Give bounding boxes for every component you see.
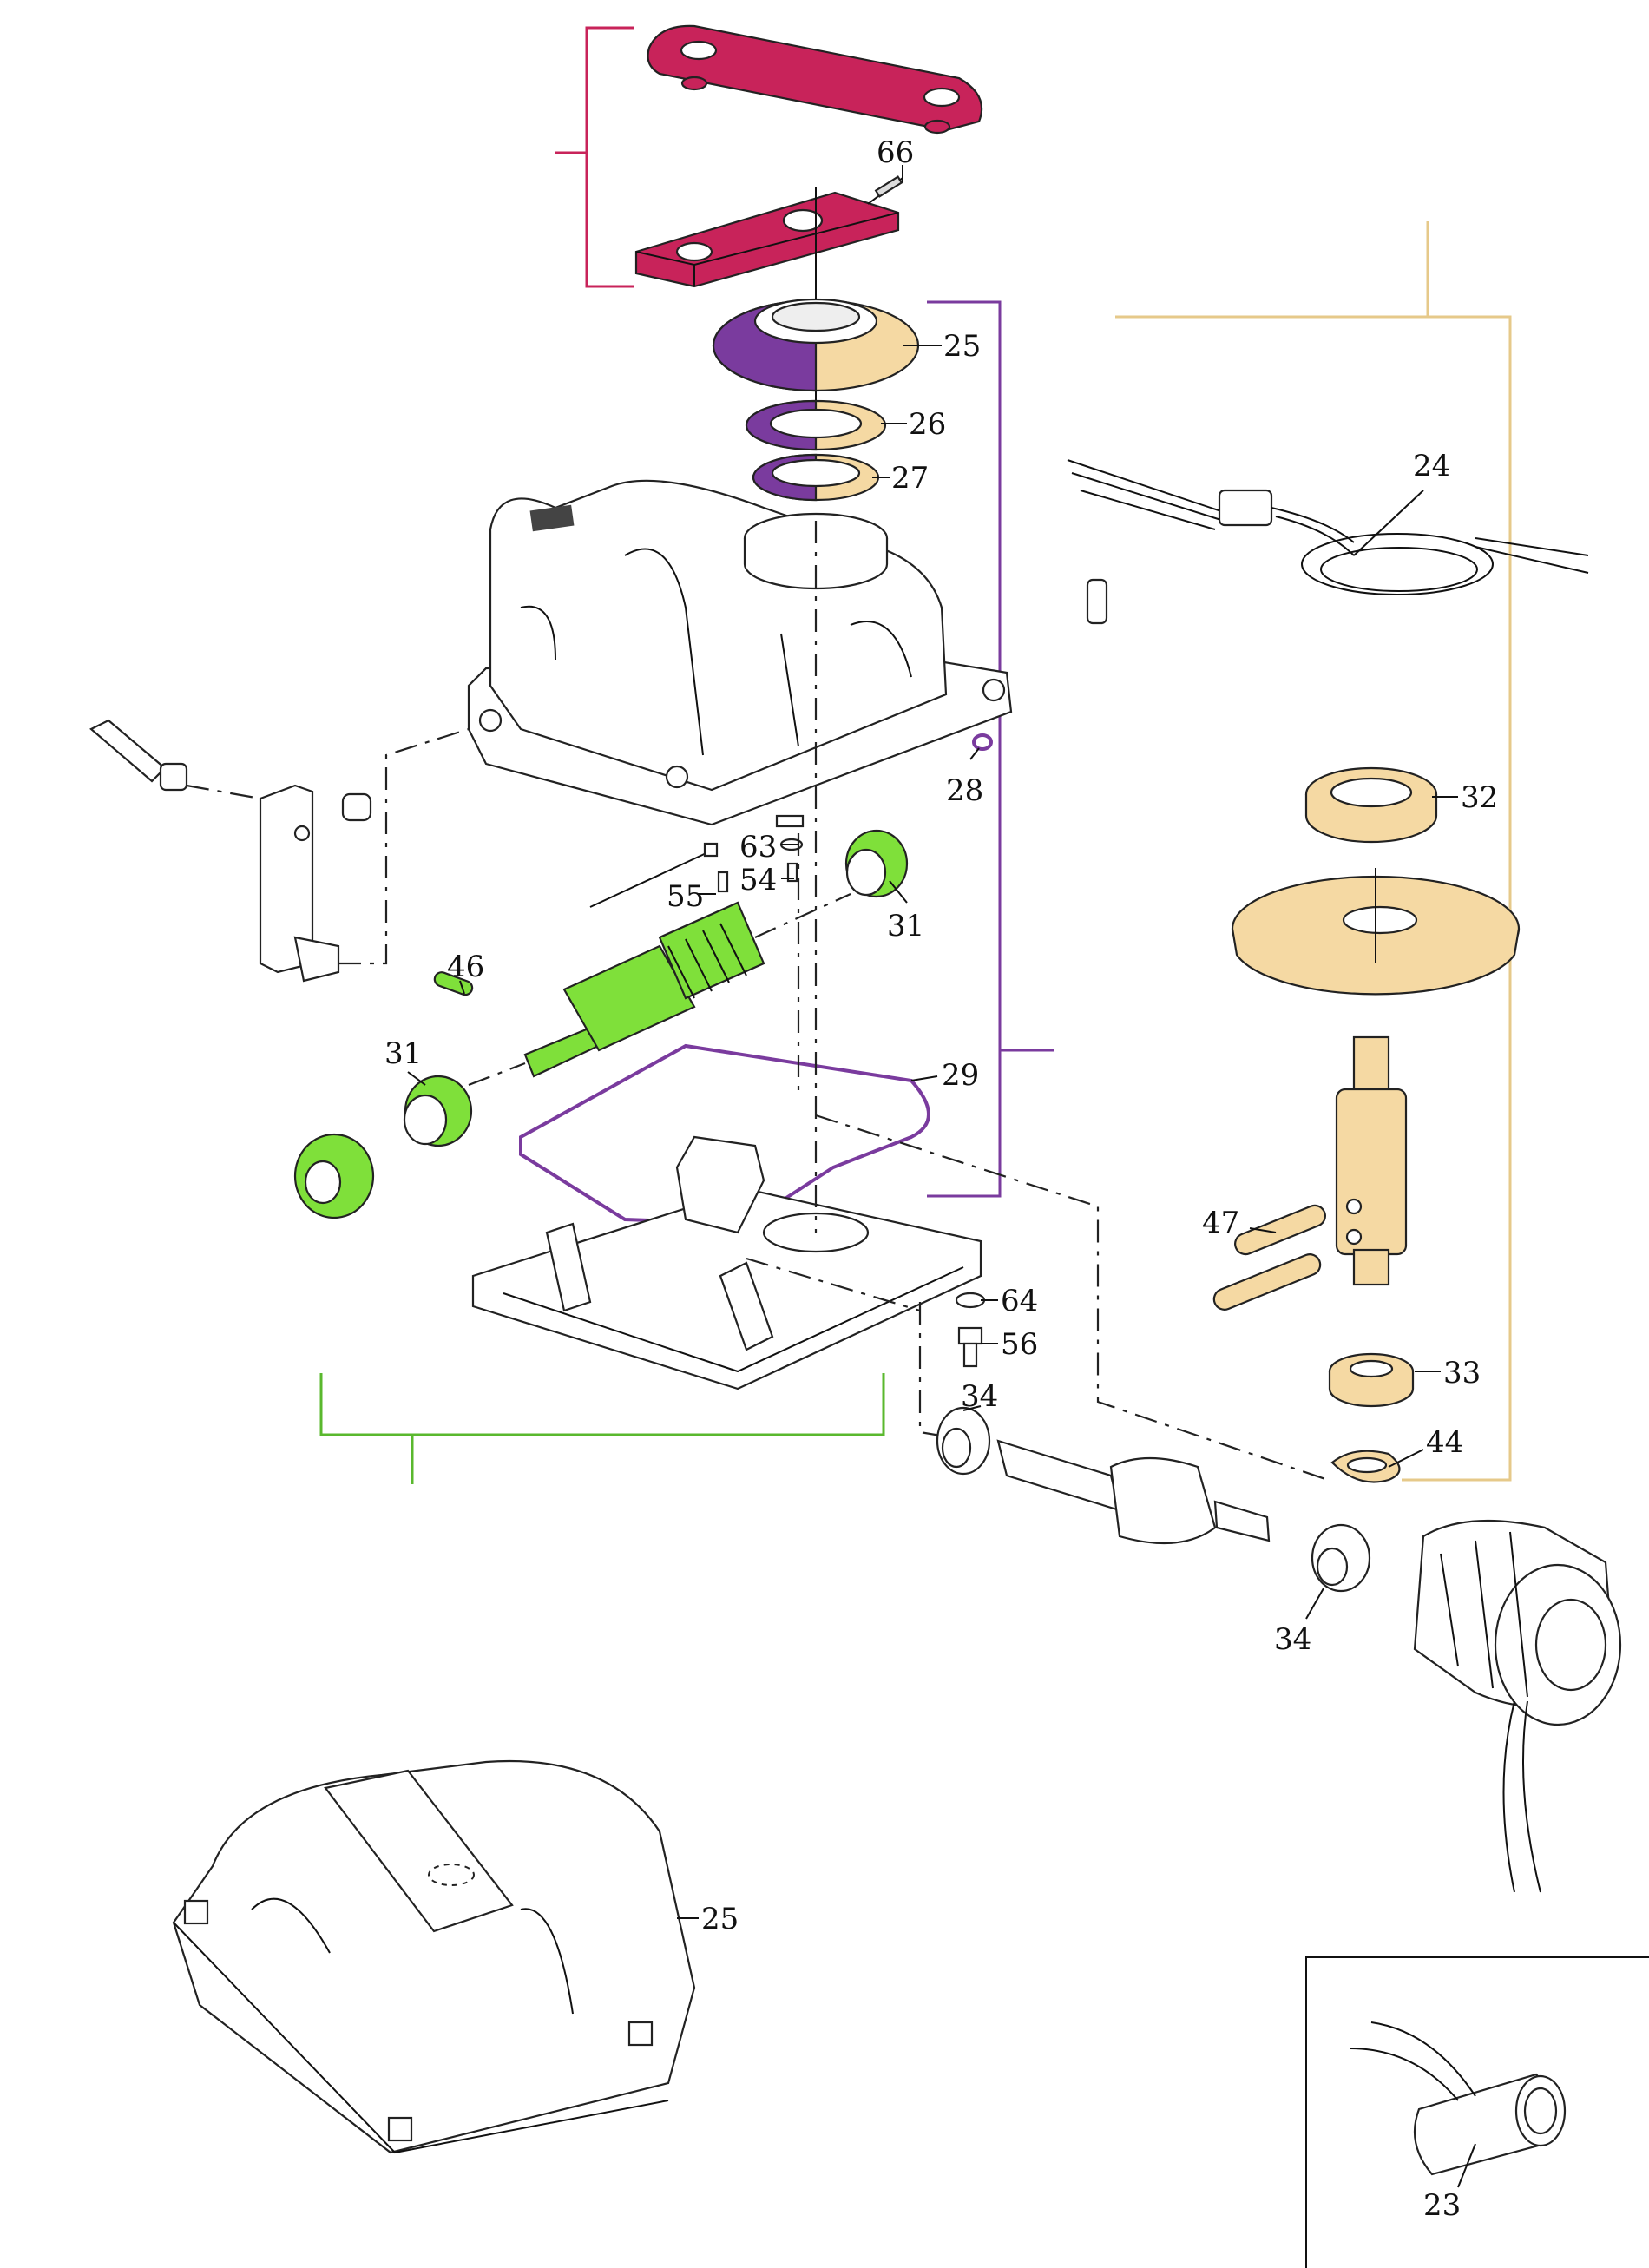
callout-24: 24 — [1413, 449, 1450, 483]
mounting-bracket — [89, 719, 470, 983]
green-bracket — [319, 1373, 885, 1484]
callout-25: 25 — [943, 329, 981, 364]
callout-31-upper: 31 — [887, 909, 924, 943]
callout-44: 44 — [1426, 1425, 1463, 1460]
motor-housing — [467, 479, 1013, 826]
output-shaft — [1335, 1035, 1408, 1286]
small-parts — [589, 578, 1108, 908]
callout-labels: 66 25 26 27 24 28 63 54 55 31 32 46 31 2… — [384, 135, 1498, 2223]
seal-ring — [712, 298, 920, 392]
callout-47: 47 — [1202, 1206, 1239, 1240]
motor-stator — [1413, 1519, 1622, 1893]
purple-bracket — [927, 300, 1054, 1198]
lower-bearing — [1328, 1352, 1415, 1408]
callout-34-right: 34 — [1274, 1622, 1311, 1657]
capacitor-inset — [1305, 1956, 1649, 2268]
worm-bearing-upper — [844, 829, 909, 898]
callout-23: 23 — [1423, 2188, 1461, 2223]
pins — [1212, 1204, 1326, 1311]
callout-29: 29 — [942, 1058, 979, 1093]
leader-lines — [407, 165, 1476, 2188]
callout-32: 32 — [1461, 780, 1498, 815]
drive-gear — [1231, 868, 1521, 996]
callout-54: 54 — [739, 863, 777, 897]
callout-46: 46 — [447, 950, 484, 984]
callout-27: 27 — [891, 461, 929, 496]
magenta-bracket — [555, 26, 634, 288]
upper-bearing — [1304, 766, 1438, 844]
motor-rotor — [936, 1406, 1371, 1593]
top-plate — [647, 24, 983, 135]
callout-55: 55 — [667, 879, 704, 914]
tan-bracket — [1115, 221, 1512, 1482]
power-cable — [1067, 459, 1589, 595]
lower-housing — [471, 1135, 982, 1390]
worm-shaft — [433, 892, 851, 1087]
callout-34-left: 34 — [961, 1379, 998, 1414]
callout-26: 26 — [909, 407, 946, 442]
callout-31-lower: 31 — [384, 1036, 422, 1071]
callout-64: 64 — [1001, 1284, 1038, 1318]
spring-washer — [1330, 1450, 1401, 1483]
washer-ring — [745, 399, 887, 451]
lower-plate — [634, 175, 903, 288]
callout-66: 66 — [877, 135, 914, 170]
bearing-ring — [752, 453, 880, 502]
callout-25-cover: 25 — [701, 1902, 739, 1936]
callout-33: 33 — [1443, 1356, 1481, 1390]
pinion-gear — [293, 1133, 375, 1219]
callout-56: 56 — [1001, 1327, 1038, 1362]
callout-28: 28 — [946, 773, 983, 808]
worm-bearing-lower — [403, 1075, 473, 1147]
housing-screws — [955, 1292, 986, 1368]
outer-cover — [172, 1759, 696, 2154]
callout-63: 63 — [739, 830, 777, 864]
